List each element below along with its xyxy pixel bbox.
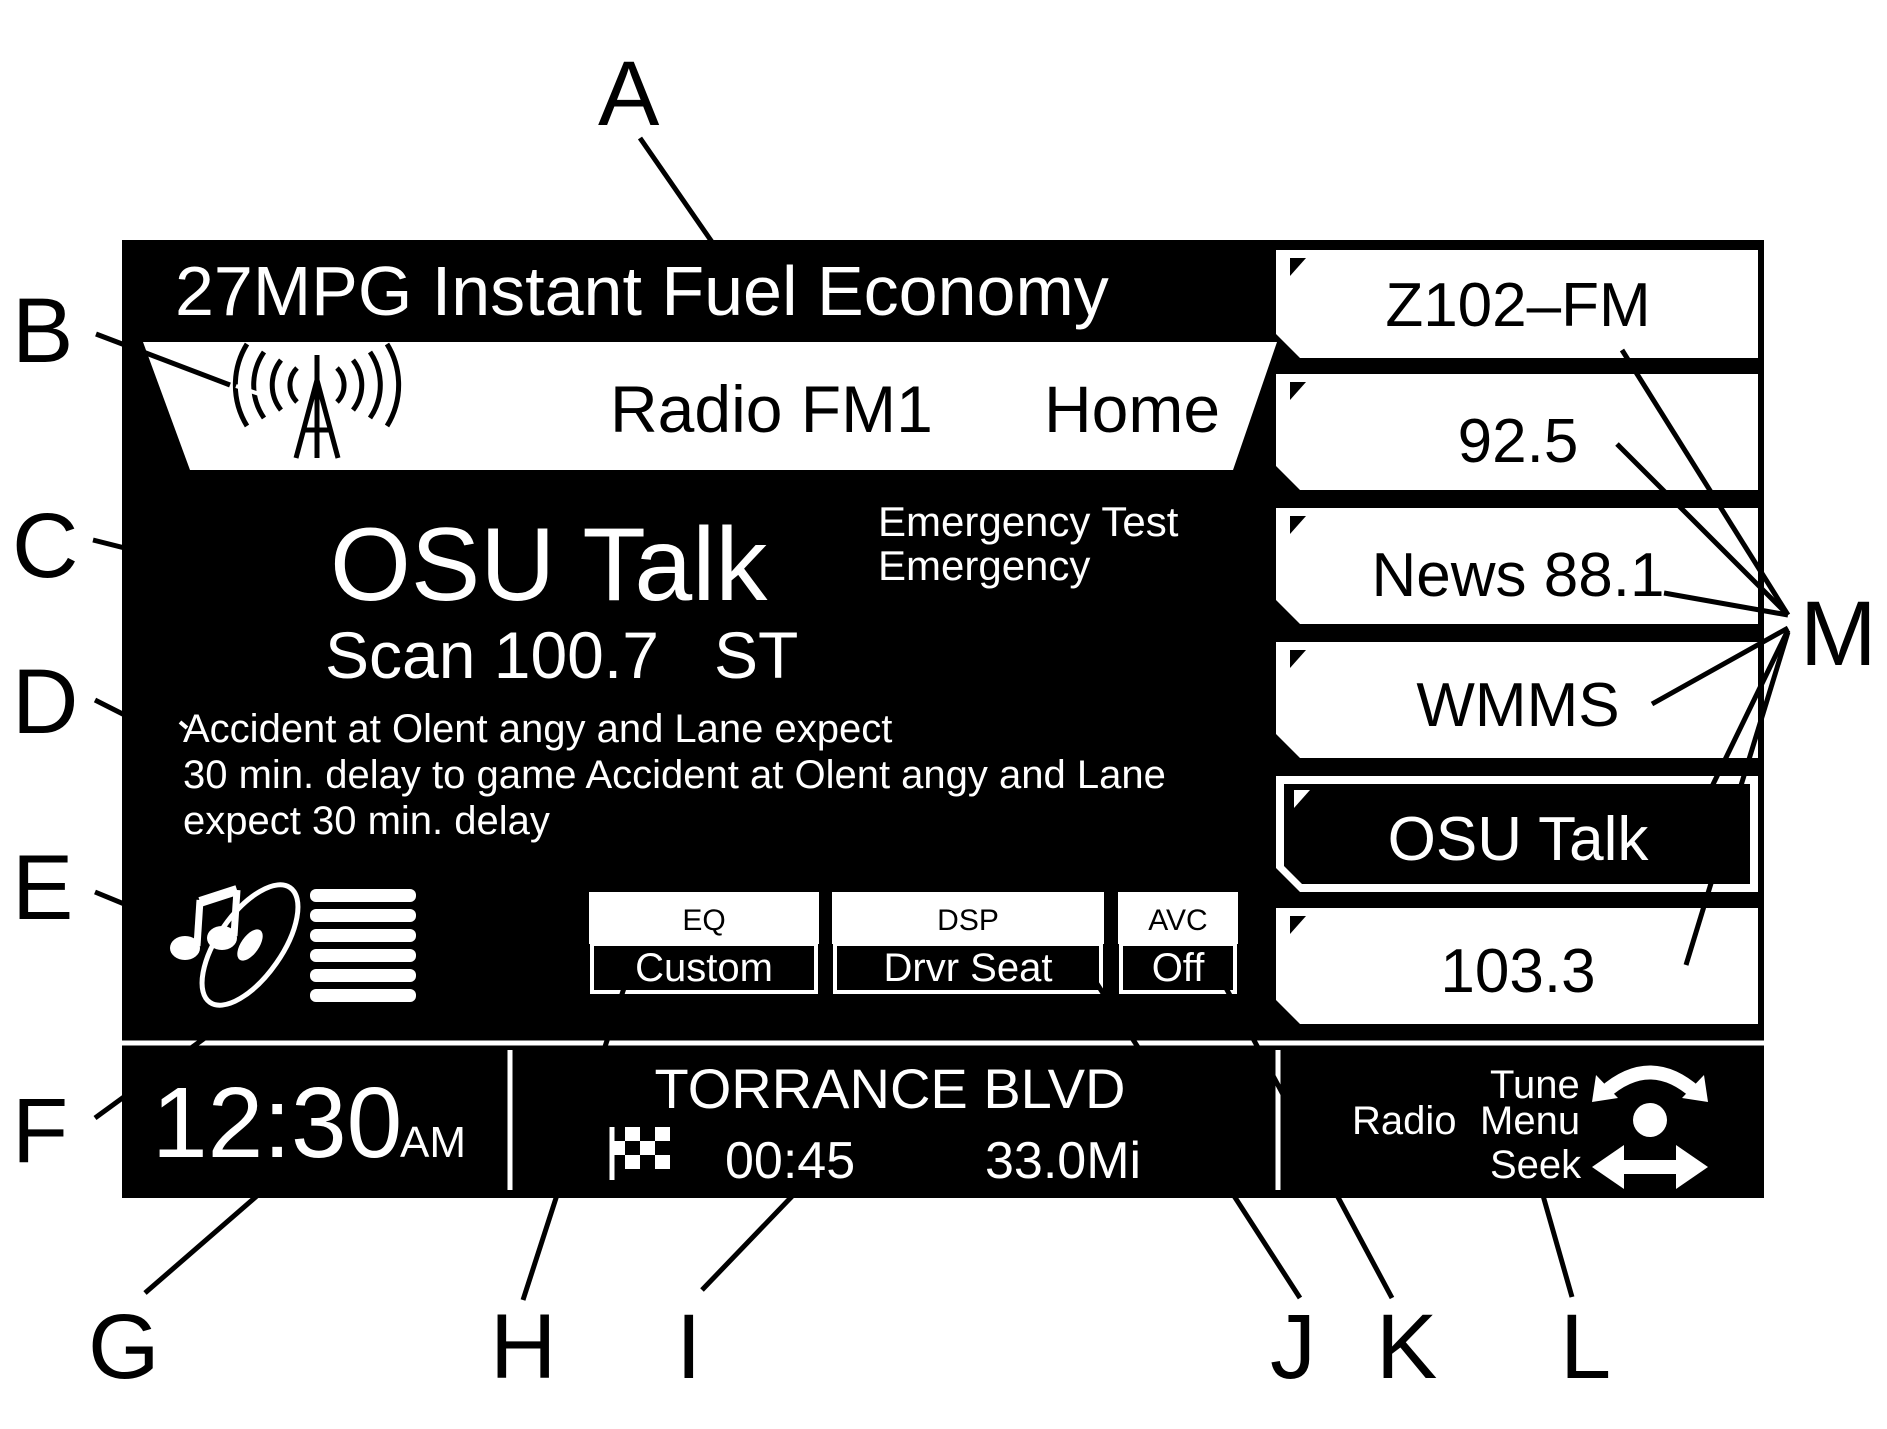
preset-button[interactable]: 103.3	[1276, 908, 1758, 1024]
callout-leaders-inscreen	[178, 384, 263, 730]
tune-arc-icon[interactable]	[1592, 1065, 1708, 1103]
menu-knob-icon[interactable]	[1633, 1103, 1667, 1137]
list-bars-icon[interactable]	[310, 889, 416, 1002]
callout-j: J	[1270, 1296, 1316, 1398]
callout-d: D	[12, 651, 78, 753]
tune-softkey[interactable]: Tune	[1490, 1063, 1580, 1107]
preset-label: OSU Talk	[1388, 805, 1650, 874]
source-banner	[143, 342, 1277, 470]
avc-setting[interactable]: AVC Off	[1118, 892, 1238, 994]
avc-label: AVC	[1148, 904, 1207, 937]
preset-label: WMMS	[1416, 671, 1619, 740]
home-button[interactable]: Home	[1044, 372, 1220, 446]
message-line-2: 30 min. delay to game Accident at Olent …	[183, 753, 1166, 797]
callout-m: M	[1800, 583, 1877, 685]
preset-label: News 88.1	[1372, 541, 1665, 610]
scan-frequency: Scan 100.7 ST	[325, 618, 798, 692]
dsp-setting[interactable]: DSP Drvr Seat	[832, 892, 1104, 994]
radio-softkey[interactable]: Radio	[1352, 1099, 1457, 1143]
preset-button[interactable]: News 88.1	[1276, 508, 1758, 624]
preset-label: 92.5	[1458, 407, 1579, 476]
preset-button[interactable]: WMMS	[1276, 642, 1758, 758]
preset-button[interactable]: Z102–FM	[1276, 250, 1758, 358]
dsp-value: Drvr Seat	[884, 946, 1053, 990]
trip-distance: 33.0Mi	[985, 1132, 1141, 1190]
avc-value: Off	[1152, 946, 1206, 990]
callout-g: G	[88, 1296, 160, 1398]
clock-time: 12:30	[152, 1067, 402, 1179]
source-label[interactable]: Radio FM1	[610, 372, 933, 446]
callout-leaders	[92, 136, 1791, 1301]
eq-value: Custom	[635, 946, 773, 990]
menu-softkey[interactable]: Menu	[1480, 1099, 1580, 1143]
antenna-icon	[232, 342, 402, 459]
eq-setting[interactable]: EQ Custom	[589, 892, 819, 994]
seek-arrows-icon[interactable]	[1592, 1145, 1708, 1189]
street-name: TORRANCE BLVD	[655, 1057, 1126, 1120]
alert-line-2: Emergency	[878, 542, 1090, 589]
preset-label: 103.3	[1440, 937, 1595, 1006]
callout-i: I	[676, 1296, 702, 1398]
eq-label: EQ	[682, 904, 725, 937]
music-cd-icon[interactable]	[170, 869, 316, 1020]
seek-softkey[interactable]: Seek	[1490, 1143, 1582, 1187]
clock-ampm: AM	[400, 1118, 466, 1167]
preset-label: Z102–FM	[1385, 271, 1650, 340]
preset-button-selected[interactable]: OSU Talk	[1276, 776, 1758, 892]
callout-b: B	[12, 280, 73, 382]
eta-time: 00:45	[725, 1132, 855, 1190]
callout-l: L	[1560, 1296, 1611, 1398]
checkered-flag-icon	[609, 1127, 670, 1180]
callout-h: H	[490, 1296, 556, 1398]
callout-a: A	[598, 43, 660, 145]
dsp-label: DSP	[937, 904, 999, 937]
message-line-3: expect 30 min. delay	[183, 799, 550, 843]
message-line-1: Accident at Olent angy and Lane expect	[183, 707, 892, 751]
callout-f: F	[12, 1080, 68, 1182]
alert-line-1: Emergency Test	[878, 498, 1179, 545]
station-name: OSU Talk	[330, 507, 768, 623]
preset-button[interactable]: 92.5	[1276, 374, 1758, 490]
callout-e: E	[12, 837, 73, 939]
fuel-economy-text: 27MPG Instant Fuel Economy	[175, 252, 1109, 330]
callout-c: C	[12, 495, 78, 597]
callout-k: K	[1376, 1296, 1437, 1398]
